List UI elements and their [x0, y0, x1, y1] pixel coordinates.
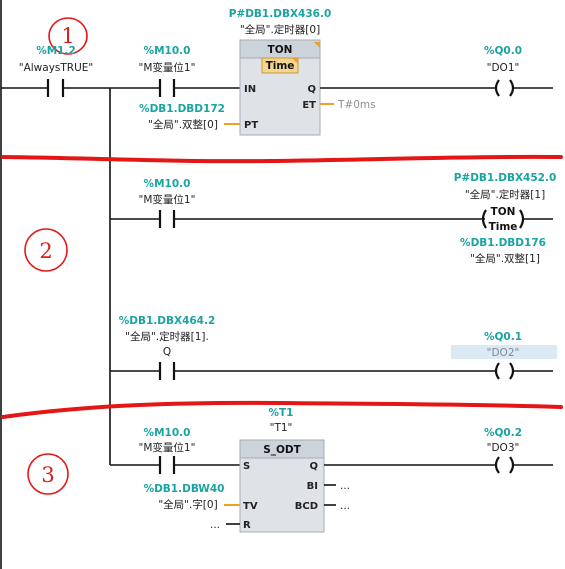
pin-et: ET — [302, 100, 316, 111]
contact-m-bit-1[interactable] — [158, 210, 176, 228]
contact-symbol[interactable]: "M变量位1" — [139, 441, 196, 454]
pin-q: Q — [309, 461, 318, 472]
ton-coil[interactable]: TON Time — [481, 206, 525, 233]
contact-m-bit-1[interactable] — [158, 79, 176, 97]
pin-s: S — [243, 461, 250, 472]
block-type: S_ODT — [263, 444, 301, 456]
coil-symbol[interactable]: "DO1" — [487, 62, 520, 74]
selected-highlight — [451, 345, 557, 359]
contact-address: %M10.0 — [144, 427, 191, 439]
contact-address: %M1.2 — [36, 45, 76, 57]
pt-symbol[interactable]: "全局".双整[1] — [470, 252, 540, 265]
network-number: 1 — [61, 24, 74, 48]
coil-type: TON — [491, 206, 516, 218]
ton-block[interactable]: TON Time IN Q ET PT — [239, 39, 321, 136]
coil-do2[interactable] — [494, 362, 515, 380]
pin-r: R — [243, 520, 251, 531]
pin-pt: PT — [244, 120, 258, 131]
coil-symbol[interactable]: "DO2" — [487, 347, 520, 359]
et-value: T#0ms — [337, 99, 376, 111]
contact-symbol[interactable]: "M变量位1" — [139, 193, 196, 206]
pt-address: %DB1.DBD172 — [139, 103, 225, 115]
network-number: 2 — [39, 239, 52, 263]
pin-tv: TV — [243, 501, 258, 512]
tv-address: %DB1.DBW40 — [144, 483, 225, 495]
bcd-value[interactable]: ... — [340, 500, 350, 512]
coil-subtype: Time — [489, 221, 518, 233]
bi-value[interactable]: ... — [340, 480, 350, 492]
tv-symbol[interactable]: "全局".字[0] — [158, 498, 217, 511]
contact-symbol-suffix[interactable]: Q — [163, 346, 171, 358]
timer-instance-address: P#DB1.DBX436.0 — [229, 8, 332, 20]
coil-address: %Q0.1 — [484, 331, 522, 343]
contact-timer-q[interactable] — [158, 362, 176, 380]
pin-in: IN — [244, 84, 256, 95]
pin-q: Q — [307, 84, 316, 95]
network-3: 3 %M10.0 "M变量位1" %T1 "T1" S_ODT S Q BI B… — [27, 407, 553, 533]
instance-marker-icon — [314, 42, 320, 48]
contact-m-bit-1[interactable] — [158, 456, 176, 474]
coil-do3[interactable] — [494, 456, 515, 474]
contact-symbol[interactable]: "AlwaysTRUE" — [19, 62, 94, 74]
pt-symbol[interactable]: "全局".双整[0] — [148, 118, 218, 131]
network-number: 3 — [41, 463, 54, 487]
s-odt-block[interactable]: S_ODT S Q BI BCD TV R — [239, 439, 325, 533]
network-number-circle — [24, 228, 68, 272]
contact-symbol[interactable]: "M变量位1" — [139, 61, 196, 74]
r-value[interactable]: ... — [210, 519, 220, 531]
pt-address: %DB1.DBD176 — [460, 237, 546, 249]
timer-symbol[interactable]: "T1" — [270, 422, 293, 434]
coil-do1[interactable] — [494, 79, 515, 97]
type-marker-icon — [292, 58, 298, 64]
timer-coil-symbol[interactable]: "全局".定时器[1] — [465, 188, 545, 201]
coil-address: %Q0.0 — [484, 45, 522, 57]
block-type: TON — [268, 44, 293, 56]
contact-address: %DB1.DBX464.2 — [119, 315, 216, 327]
coil-symbol[interactable]: "DO3" — [487, 442, 520, 454]
separator-annotation-1 — [1, 154, 563, 164]
timer-coil-address: P#DB1.DBX452.0 — [454, 172, 557, 184]
block-subtype: Time — [266, 60, 295, 72]
timer-address: %T1 — [269, 407, 294, 419]
pin-bi: BI — [307, 481, 318, 492]
network-number-circle — [48, 17, 88, 55]
contact-always-true[interactable] — [46, 79, 65, 97]
timer-instance-symbol[interactable]: "全局".定时器[0] — [240, 23, 320, 36]
network-2: 2 %M10.0 "M变量位1" P#DB1.DBX452.0 "全局".定时器… — [24, 172, 557, 380]
coil-address: %Q0.2 — [484, 427, 522, 439]
network-1: 1 %M1.2 "AlwaysTRUE" %M10.0 "M变量位1" P#DB… — [1, 8, 553, 136]
contact-address: %M10.0 — [144, 45, 191, 57]
pin-bcd: BCD — [295, 501, 318, 512]
contact-symbol[interactable]: "全局".定时器[1]. — [125, 330, 209, 343]
contact-address: %M10.0 — [144, 178, 191, 190]
separator-annotation-2 — [1, 400, 563, 419]
network-number-circle — [27, 453, 69, 495]
